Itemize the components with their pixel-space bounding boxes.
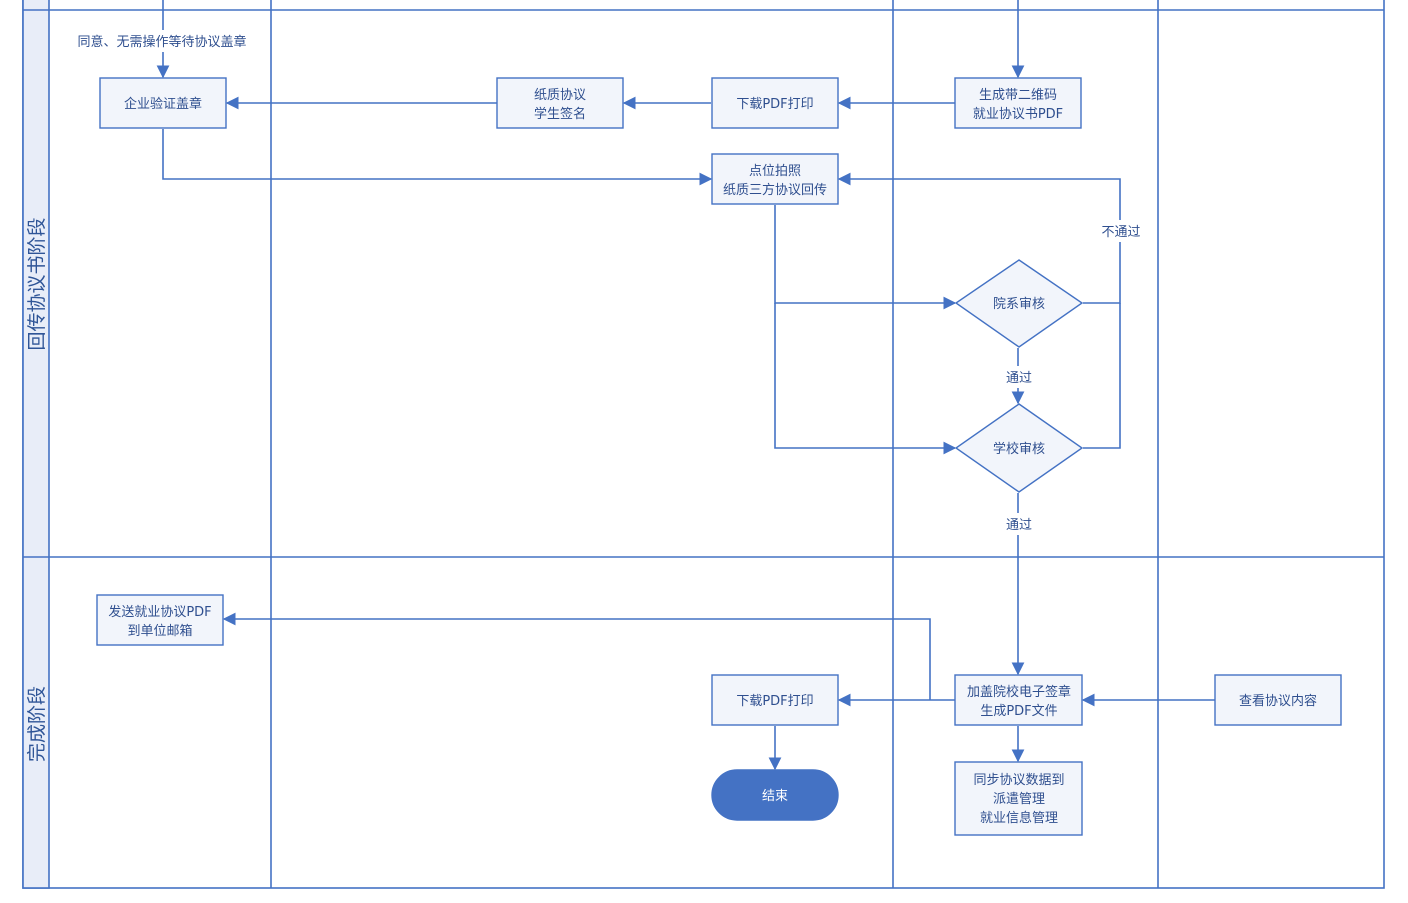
node-generate-pdf-line2: 就业协议书PDF [973, 107, 1063, 122]
node-view-content: 查看协议内容 [1214, 674, 1342, 726]
node-download-print-bottom-label: 下载PDF打印 [736, 694, 813, 709]
connector-labels: 同意、无需操作等待协议盖章 不通过 通过 通过 [66, 30, 1144, 535]
node-add-seal-line2: 生成PDF文件 [980, 704, 1057, 719]
node-photo-upload-line1: 点位拍照 [749, 164, 801, 179]
lane-title-complete: 完成阶段 [26, 686, 48, 762]
node-end-label: 结束 [762, 789, 788, 804]
node-paper-sign-line2: 学生签名 [534, 106, 586, 122]
node-school-review: 学校审核 [954, 403, 1084, 493]
node-dept-review-label: 院系审核 [993, 297, 1045, 312]
node-send-email-line2: 到单位邮箱 [127, 623, 192, 639]
node-generate-pdf-line1: 生成带二维码 [979, 88, 1057, 103]
label-agree-wait: 同意、无需操作等待协议盖章 [77, 34, 246, 50]
swimlane-frame [22, 0, 1385, 889]
node-download-print-bottom: 下载PDF打印 [711, 674, 839, 726]
node-download-print-top-label: 下载PDF打印 [736, 97, 813, 112]
label-pass-dept: 通过 [1006, 371, 1032, 386]
node-sync-data-line1: 同步协议数据到 [973, 773, 1064, 788]
node-school-review-label: 学校审核 [993, 441, 1045, 457]
node-end: 结束 [711, 769, 839, 821]
node-download-print-top: 下载PDF打印 [711, 77, 839, 129]
label-pass-school: 通过 [1006, 518, 1032, 533]
node-send-email-line1: 发送就业协议PDF [108, 604, 211, 620]
connector-seal-to-photo [162, 129, 713, 186]
node-paper-sign-line1: 纸质协议 [534, 88, 586, 103]
node-generate-pdf: 生成带二维码 就业协议书PDF [954, 77, 1082, 129]
node-paper-sign: 纸质协议 学生签名 [496, 77, 624, 129]
node-photo-upload: 点位拍照 纸质三方协议回传 [711, 153, 839, 205]
node-enterprise-seal: 企业验证盖章 [99, 77, 227, 129]
connector-school-reject [1083, 303, 1121, 449]
connector-photo-to-dept [774, 205, 957, 310]
lane-title-return: 回传协议书阶段 [26, 217, 48, 350]
label-reject: 不通过 [1101, 225, 1140, 240]
node-photo-upload-line2: 纸质三方协议回传 [723, 182, 827, 198]
connector-reject-loop [837, 172, 1121, 304]
node-sync-data: 同步协议数据到 派遣管理 就业信息管理 [954, 761, 1083, 836]
connector-photo-to-school [774, 303, 957, 455]
connector-seal-to-email [222, 612, 931, 700]
node-sync-data-line3: 就业信息管理 [980, 810, 1058, 826]
node-add-seal-line1: 加盖院校电子签章 [967, 684, 1071, 700]
node-dept-review: 院系审核 [954, 259, 1084, 348]
node-enterprise-seal-label: 企业验证盖章 [124, 96, 202, 112]
node-view-content-label: 查看协议内容 [1239, 693, 1317, 709]
node-add-seal: 加盖院校电子签章 生成PDF文件 [954, 674, 1083, 726]
node-sync-data-line2: 派遣管理 [993, 792, 1045, 807]
node-send-email: 发送就业协议PDF 到单位邮箱 [96, 594, 224, 646]
